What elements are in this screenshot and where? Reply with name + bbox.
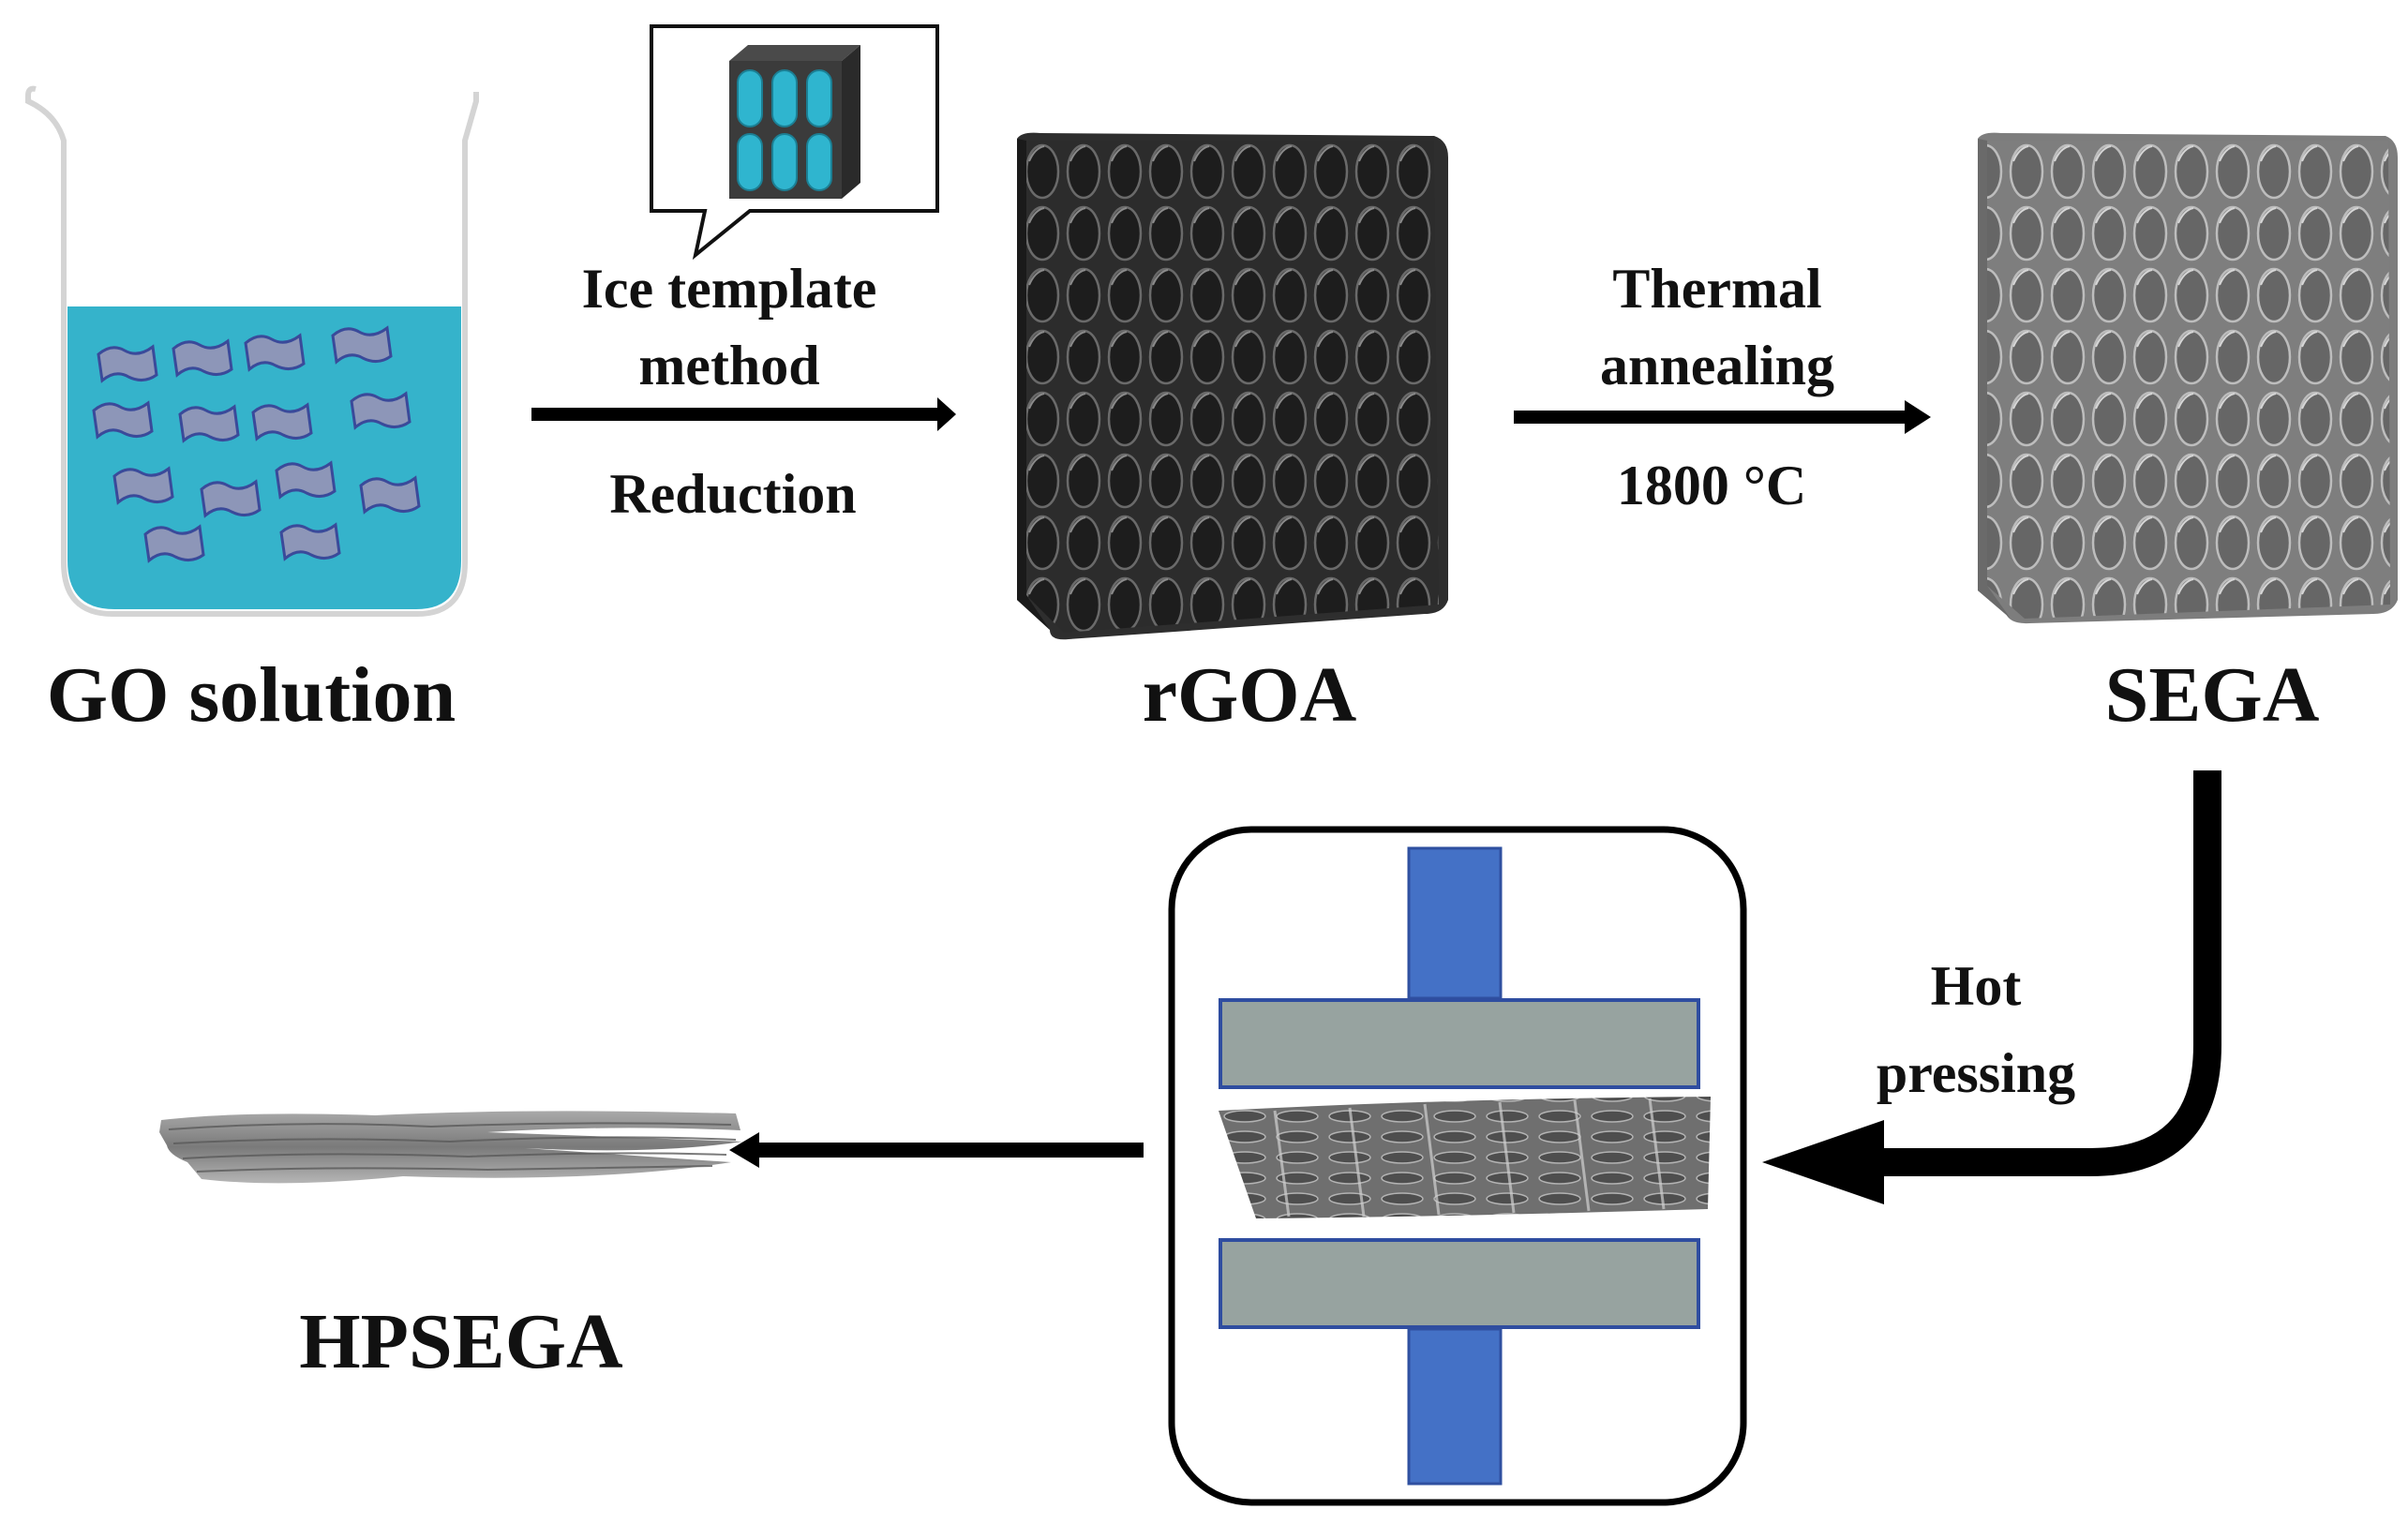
step2-label-line1: Thermal	[1612, 258, 1822, 320]
beaker-icon	[25, 85, 479, 617]
step1-label-below: Reduction	[609, 463, 857, 525]
step3-label-line1: Hot	[1930, 955, 2022, 1017]
go-solution-label: GO solution	[46, 651, 456, 739]
go-flakes	[92, 325, 421, 563]
hpsega-label: HPSEGA	[299, 1298, 623, 1385]
callout-ice-template-icon	[650, 24, 939, 261]
step1-label-line2: method	[638, 335, 820, 396]
step2-label-line2: annealing	[1599, 335, 1835, 396]
step1-label-line1: Ice template	[581, 258, 877, 320]
sega-label: SEGA	[2104, 651, 2320, 739]
step3-label-line2: pressing	[1876, 1042, 2076, 1104]
step2-label-below: 1800 °C	[1616, 455, 1807, 516]
porous-block-icon	[1017, 132, 1448, 640]
compressed-film-icon	[159, 1111, 742, 1184]
porous-block-icon	[1978, 132, 2398, 624]
rgoa-label: rGOA	[1142, 651, 1357, 739]
arrow-step4	[729, 1132, 1144, 1168]
hot-press-icon	[1168, 826, 1747, 1506]
arrow-step2	[1514, 400, 1931, 434]
arrow-step3	[1762, 770, 2221, 1204]
arrow-step1	[531, 397, 956, 431]
